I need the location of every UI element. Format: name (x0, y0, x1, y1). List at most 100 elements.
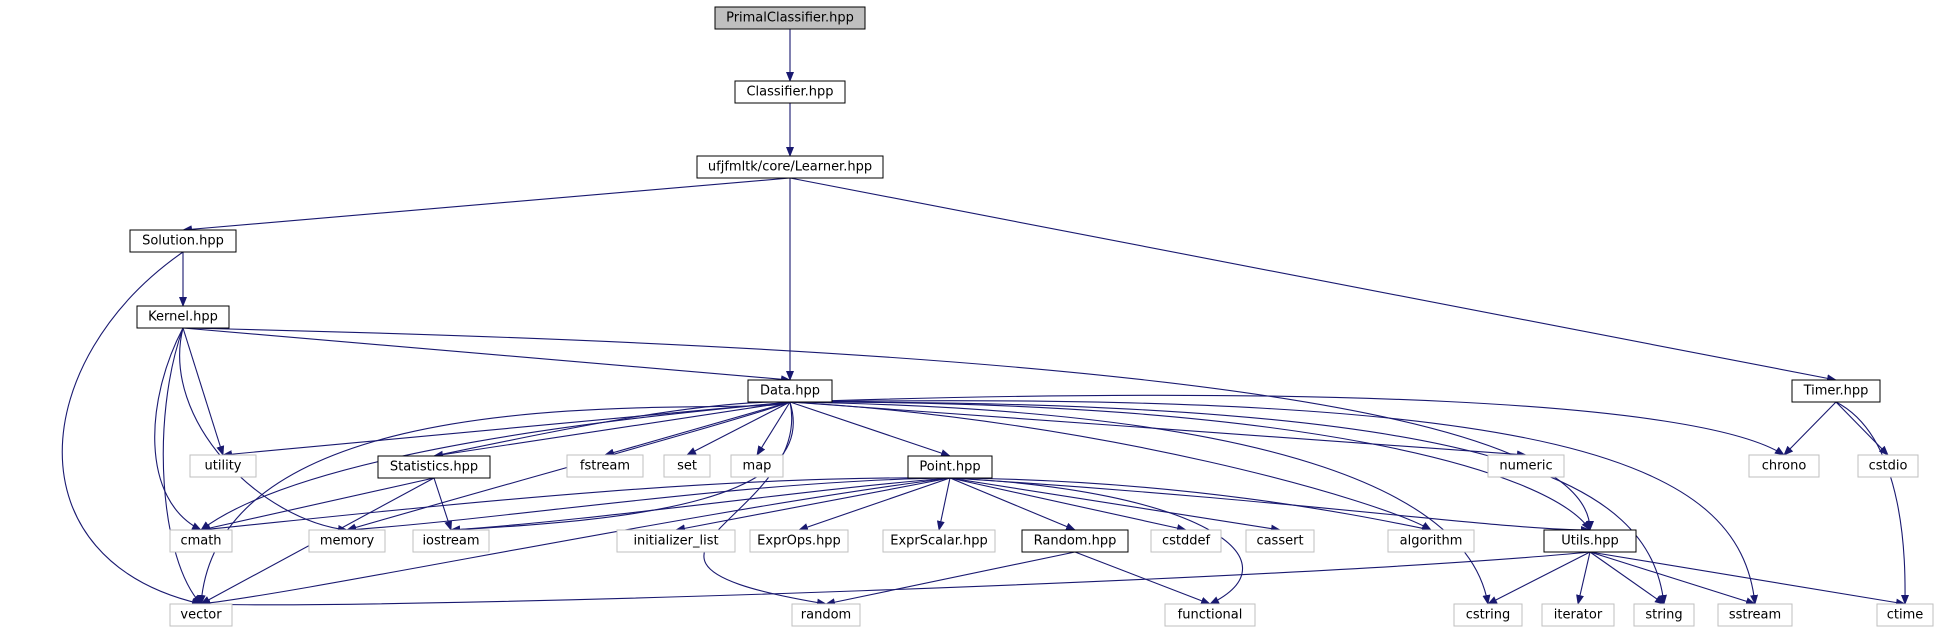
node-point[interactable]: Point.hpp (907, 455, 993, 479)
node-box (136, 305, 230, 329)
edge-point-to-utils (949, 477, 1591, 534)
node-label: algorithm (1400, 534, 1463, 549)
node-box (663, 454, 711, 478)
node-box (730, 454, 784, 478)
node-label: Data.hpp (760, 384, 820, 399)
node-label: Utils.hpp (1561, 534, 1618, 549)
node-label: cmath (180, 534, 221, 549)
edge-data-to-cmath (200, 401, 791, 531)
node-exprscalar: ExprScalar.hpp (882, 529, 996, 553)
node-box (1717, 603, 1793, 627)
node-label: sstream (1729, 608, 1781, 623)
edge-data-to-statistics (433, 401, 791, 459)
node-label: functional (1178, 608, 1243, 623)
node-classifier[interactable]: Classifier.hpp (734, 80, 846, 104)
node-timer[interactable]: Timer.hpp (1791, 379, 1881, 403)
edge-statistics-to-cmath (200, 477, 435, 532)
node-cassert: cassert (1245, 529, 1315, 553)
node-label: numeric (1499, 459, 1552, 474)
node-box (747, 379, 833, 403)
node-box (1543, 529, 1637, 553)
edge-data-to-cstring (789, 401, 1491, 605)
edge-learner-to-timer (789, 177, 1837, 383)
node-box (714, 6, 866, 30)
node-statistics[interactable]: Statistics.hpp (377, 455, 491, 479)
edge-kernel-to-utility (182, 327, 225, 456)
edge-point-to-cassert (949, 477, 1281, 533)
edge-utils-to-ctime (1589, 551, 1906, 607)
node-kernel[interactable]: Kernel.hpp (136, 305, 230, 329)
node-box (377, 455, 491, 479)
node-sstream: sstream (1717, 603, 1793, 627)
node-label: Random.hpp (1034, 534, 1117, 549)
edge-data-to-vector (197, 401, 791, 605)
node-learner[interactable]: ufjfmltk/core/Learner.hpp (696, 155, 884, 179)
node-box (308, 529, 386, 553)
node-box (1487, 454, 1565, 478)
node-box (189, 454, 257, 478)
edge-utils-to-sstream (1589, 551, 1756, 606)
node-label: Timer.hpp (1803, 384, 1869, 399)
node-chrono: chrono (1748, 454, 1820, 478)
node-vector: vector (169, 603, 233, 627)
edge-data-to-set (686, 401, 791, 456)
node-label: map (743, 459, 772, 474)
edge-utils-to-string (1589, 551, 1665, 605)
node-primal[interactable]: PrimalClassifier.hpp (714, 6, 866, 30)
node-utils[interactable]: Utils.hpp (1543, 529, 1637, 553)
edge-point-to-cmath (200, 477, 951, 534)
node-label: ctime (1887, 608, 1924, 623)
node-box (1021, 529, 1129, 553)
edge-data-to-iostream (450, 401, 794, 534)
node-box (1387, 529, 1475, 553)
edge-data-to-fstream (604, 401, 791, 457)
edge-point-to-functional (949, 477, 1243, 605)
node-label: Statistics.hpp (390, 460, 478, 475)
node-string: string (1633, 603, 1695, 627)
node-label: string (1645, 608, 1682, 623)
edge-utils-to-cstring (1487, 551, 1591, 605)
node-label: iostream (422, 534, 479, 549)
node-label: memory (320, 534, 375, 549)
node-random-hpp[interactable]: Random.hpp (1021, 529, 1129, 553)
node-label: cstdio (1869, 459, 1908, 474)
node-exprops: ExprOps.hpp (749, 529, 849, 553)
node-algorithm: algorithm (1387, 529, 1475, 553)
edge-point-to-random_hpp (949, 477, 1076, 531)
node-initializer-list: initializer_list (616, 529, 736, 553)
node-cstdio: cstdio (1857, 454, 1919, 478)
node-box (129, 229, 237, 253)
edge-point-to-initializer_list (675, 477, 951, 533)
edge-data-to-memory (346, 401, 791, 532)
node-cstring: cstring (1453, 603, 1523, 627)
node-box (169, 603, 233, 627)
node-label: utility (205, 459, 242, 474)
node-box (1633, 603, 1695, 627)
edge-point-to-cstddef (949, 477, 1187, 532)
node-box (412, 529, 490, 553)
node-label: iterator (1554, 608, 1603, 623)
node-box (882, 529, 996, 553)
edge-statistics-to-data (433, 397, 791, 457)
node-data[interactable]: Data.hpp (747, 379, 833, 403)
node-box (616, 529, 736, 553)
edge-data-to-random (703, 401, 827, 607)
node-label: ufjfmltk/core/Learner.hpp (708, 160, 872, 175)
node-fstream: fstream (566, 454, 644, 478)
edge-utils-to-iterator (1576, 551, 1591, 605)
edges-layer (61, 29, 1910, 609)
edge-random_hpp-to-random (825, 551, 1076, 607)
edge-timer-to-ctime (1835, 401, 1910, 605)
node-numeric: numeric (1487, 454, 1565, 478)
node-label: Solution.hpp (142, 234, 224, 249)
edge-point-to-vector (200, 477, 951, 607)
edge-utils-to-vector (200, 551, 1591, 609)
node-iostream: iostream (412, 529, 490, 553)
node-cmath: cmath (169, 529, 233, 553)
node-label: initializer_list (633, 534, 718, 549)
edge-solution-to-vector (61, 251, 202, 606)
node-solution[interactable]: Solution.hpp (129, 229, 237, 253)
node-box (169, 529, 233, 553)
